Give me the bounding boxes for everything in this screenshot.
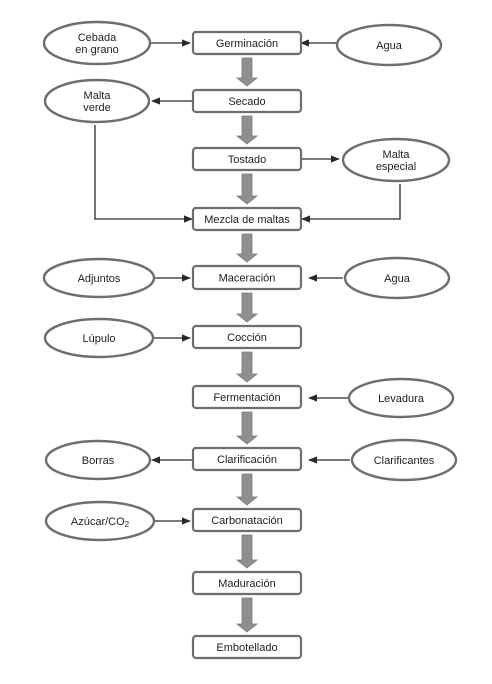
step-coccion: Cocción: [191, 324, 303, 350]
step-label: Fermentación: [213, 392, 280, 404]
node-label-line: verde: [83, 102, 111, 114]
step-box: [191, 324, 303, 350]
node-clarificantes: Clarificantes: [350, 438, 458, 482]
node-agua-1: Agua: [335, 23, 443, 67]
arrow-malta-especial-to-mezcla: [301, 184, 401, 223]
step-germinacion: Germinación: [191, 30, 303, 56]
node-agua-2: Agua: [343, 256, 451, 300]
node-label-line: en grano: [75, 44, 118, 56]
node-label-line: Cebada: [78, 32, 117, 44]
node-oval: [44, 439, 152, 481]
flow-arrow-down-icon: [235, 597, 259, 633]
node-label: Agua: [376, 40, 403, 52]
node-adjuntos: Adjuntos: [42, 257, 156, 299]
step-box: [191, 634, 303, 660]
step-label: Maceración: [219, 273, 276, 285]
node-lupulo: Lúpulo: [43, 317, 155, 359]
node-label: Adjuntos: [78, 273, 121, 285]
node-oval: [43, 317, 155, 359]
step-label: Embotellado: [216, 642, 277, 654]
flow-arrow-down-icon: [235, 173, 259, 205]
step-label: Mezcla de maltas: [204, 214, 290, 226]
step-label: Carbonatación: [211, 515, 283, 527]
flow-arrow-down-icon: [235, 351, 259, 383]
node-oval: [347, 377, 455, 419]
flow-arrow-down-icon: [235, 57, 259, 87]
flow-arrow-down-icon: [235, 233, 259, 263]
node-oval: [42, 257, 156, 299]
node-label-line: Malta: [383, 149, 411, 161]
node-label: Clarificantes: [374, 455, 435, 467]
flow-arrow-down-icon: [235, 411, 259, 445]
step-box: [191, 446, 303, 472]
connectors: [94, 39, 401, 525]
step-box: [191, 264, 303, 291]
node-borras: Borras: [44, 439, 152, 481]
node-levadura: Levadura: [347, 377, 455, 419]
step-box: [191, 570, 303, 596]
node-label-subscript: 2: [125, 520, 130, 529]
step-box: [191, 88, 303, 114]
flow-arrow-down-icon: [235, 115, 259, 145]
step-fermentacion: Fermentación: [191, 384, 303, 410]
step-maceracion: Maceración: [191, 264, 303, 291]
node-label: Levadura: [378, 393, 425, 405]
node-label: Agua: [384, 273, 411, 285]
node-label-line: especial: [376, 161, 416, 173]
node-oval: [44, 500, 156, 542]
node-label-line: Malta: [84, 90, 112, 102]
step-maduracion: Maduración: [191, 570, 303, 596]
step-clarificacion: Clarificación: [191, 446, 303, 472]
node-oval: [341, 137, 451, 183]
node-azucar-co2: Azúcar/CO2: [44, 500, 156, 542]
step-tostado: Tostado: [191, 146, 303, 172]
flow-arrows: [235, 57, 259, 633]
node-label: Lúpulo: [82, 333, 115, 345]
node-oval: [43, 78, 151, 124]
step-label: Germinación: [216, 38, 278, 50]
node-label-main: Azúcar/CO: [71, 516, 125, 528]
step-embotellado: Embotellado: [191, 634, 303, 660]
step-box: [191, 384, 303, 410]
step-mezcla: Mezcla de maltas: [191, 206, 303, 232]
step-label: Maduración: [218, 578, 275, 590]
step-box: [191, 30, 303, 56]
step-label: Cocción: [227, 332, 267, 344]
node-oval: [42, 20, 152, 66]
step-carbonatacion: Carbonatación: [191, 507, 303, 533]
node-label: Azúcar/CO2: [71, 516, 130, 529]
step-label: Tostado: [228, 154, 267, 166]
flow-arrow-down-icon: [235, 534, 259, 569]
node-oval: [350, 438, 458, 482]
node-label: Borras: [82, 455, 115, 467]
step-box: [191, 206, 303, 232]
step-box: [191, 146, 303, 172]
step-label: Secado: [228, 96, 265, 108]
node-oval: [343, 256, 451, 300]
step-label: Clarificación: [217, 454, 277, 466]
node-oval: [335, 23, 443, 67]
step-secado: Secado: [191, 88, 303, 114]
flow-arrow-down-icon: [235, 292, 259, 323]
arrow-malta-verde-to-mezcla: [94, 125, 193, 223]
step-box: [191, 507, 303, 533]
flow-arrow-down-icon: [235, 473, 259, 506]
